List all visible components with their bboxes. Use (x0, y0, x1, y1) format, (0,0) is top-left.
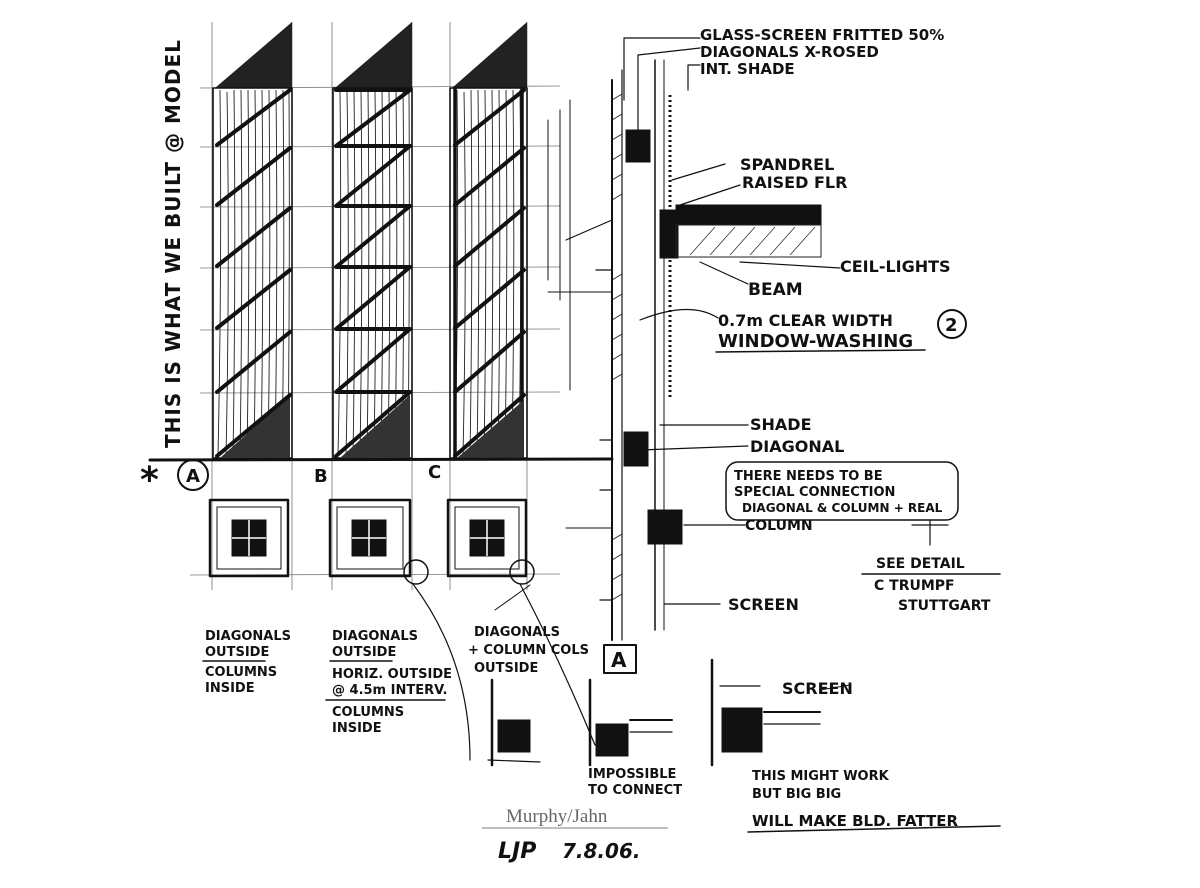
option-1-label: DIAGONALS OUTSIDE COLUMNS INSIDE (202, 629, 291, 696)
tower-b-cap (335, 22, 412, 88)
axis-star: * (140, 460, 159, 501)
plan-detail-b (328, 498, 429, 585)
axis-a-label: A (186, 466, 200, 487)
firm-name: Murphy/Jahn (506, 806, 608, 827)
tower-c-hatch (454, 89, 522, 458)
detail-section-1 (487, 678, 541, 767)
callout-connection-3: DIAGONAL & COLUMN + REAL (742, 501, 943, 515)
callout-screen-bottom: SCREEN (782, 679, 853, 698)
svg-text:TO CONNECT: TO CONNECT (588, 783, 682, 798)
tower-a-cap (215, 22, 292, 88)
callout-raised-flr: RAISED FLR (742, 173, 847, 192)
axis-a-circle (177, 459, 209, 491)
svg-text:COLUMNS: COLUMNS (332, 705, 404, 720)
svg-text:INSIDE: INSIDE (205, 681, 255, 696)
callout-connection-1: THERE NEEDS TO BE (734, 469, 883, 484)
svg-text:OUTSIDE: OUTSIDE (332, 645, 396, 660)
axis-c-label: C (428, 462, 441, 483)
svg-text:@ 4.5m INTERV.: @ 4.5m INTERV. (332, 683, 447, 698)
detail-section-2 (588, 678, 673, 767)
leader-curve-b (412, 583, 471, 761)
callout-see-detail-1: SEE DETAIL (876, 556, 965, 572)
callout-clear-width: 0.7m CLEAR WIDTH (718, 311, 893, 330)
callout-screen-right: SCREEN (728, 595, 799, 614)
callout-diagonal: DIAGONAL (750, 437, 844, 456)
circled-number: 2 (945, 315, 958, 336)
ground-line (148, 457, 614, 462)
footer-signature: Murphy/Jahn LJP 7.8.06. (482, 806, 668, 864)
callout-leaders (623, 37, 949, 605)
callout-glass-screen: GLASS-SCREEN FRITTED 50% (700, 26, 944, 44)
callout-int-shade: INT. SHADE (700, 60, 795, 78)
connection-note-box (725, 461, 959, 521)
option-3-label: DIAGONALS + COLUMN COLS OUTSIDE (468, 625, 589, 676)
svg-text:OUTSIDE: OUTSIDE (205, 645, 269, 660)
callout-spandrel: SPANDREL (740, 155, 834, 174)
section-tag-box (603, 644, 637, 674)
plan-detail-a (208, 498, 290, 578)
callout-window-washing: WINDOW-WASHING (718, 331, 913, 352)
svg-text:THIS MIGHT WORK: THIS MIGHT WORK (752, 769, 890, 784)
callout-see-detail-2: C TRUMPF (874, 578, 955, 594)
right-callouts: GLASS-SCREEN FRITTED 50% DIAGONALS X-ROS… (700, 26, 1001, 698)
callout-connection-2: SPECIAL CONNECTION (734, 485, 895, 500)
signature-initials: LJP (498, 839, 536, 864)
svg-text:HORIZ. OUTSIDE: HORIZ. OUTSIDE (332, 667, 452, 682)
svg-text:DIAGONALS: DIAGONALS (205, 629, 291, 644)
svg-text:BUT BIG BIG: BUT BIG BIG (752, 787, 841, 802)
svg-text:INSIDE: INSIDE (332, 721, 382, 736)
svg-text:+ COLUMN COLS: + COLUMN COLS (468, 643, 589, 658)
svg-text:DIAGONALS: DIAGONALS (474, 625, 560, 640)
svg-text:OUTSIDE: OUTSIDE (474, 661, 538, 676)
wall-section (547, 59, 822, 641)
tower-a (212, 22, 293, 459)
option-2-label: DIAGONALS OUTSIDE HORIZ. OUTSIDE @ 4.5m … (325, 629, 452, 736)
svg-text:DIAGONALS: DIAGONALS (332, 629, 418, 644)
detail-section-3 (710, 658, 851, 767)
axis-b-label: B (314, 466, 328, 487)
callout-beam: BEAM (748, 280, 803, 300)
circled-number-ring (937, 309, 967, 339)
callout-see-detail-3: STUTTGART (898, 598, 991, 614)
svg-text:COLUMNS: COLUMNS (205, 665, 277, 680)
left-vertical-note: THIS IS WHAT WE BUILT @ MODEL (161, 39, 185, 448)
svg-text:IMPOSSIBLE: IMPOSSIBLE (588, 767, 676, 782)
signature-date: 7.8.06. (562, 839, 640, 863)
callout-diagonals-crossed: DIAGONALS X-ROSED (700, 43, 879, 61)
detail-notes: IMPOSSIBLE TO CONNECT THIS MIGHT WORK BU… (588, 767, 1001, 833)
leader-curve-c (519, 583, 596, 746)
svg-text:WILL MAKE BLD. FATTER: WILL MAKE BLD. FATTER (752, 812, 958, 830)
plan-detail-c (446, 498, 535, 585)
callout-column: COLUMN (745, 518, 813, 534)
callout-ceil-lights: CEIL-LIGHTS (840, 257, 951, 276)
section-tag: A (611, 648, 627, 672)
callout-shade: SHADE (750, 415, 812, 434)
tower-b (332, 22, 413, 459)
tower-c-cap (452, 22, 527, 88)
